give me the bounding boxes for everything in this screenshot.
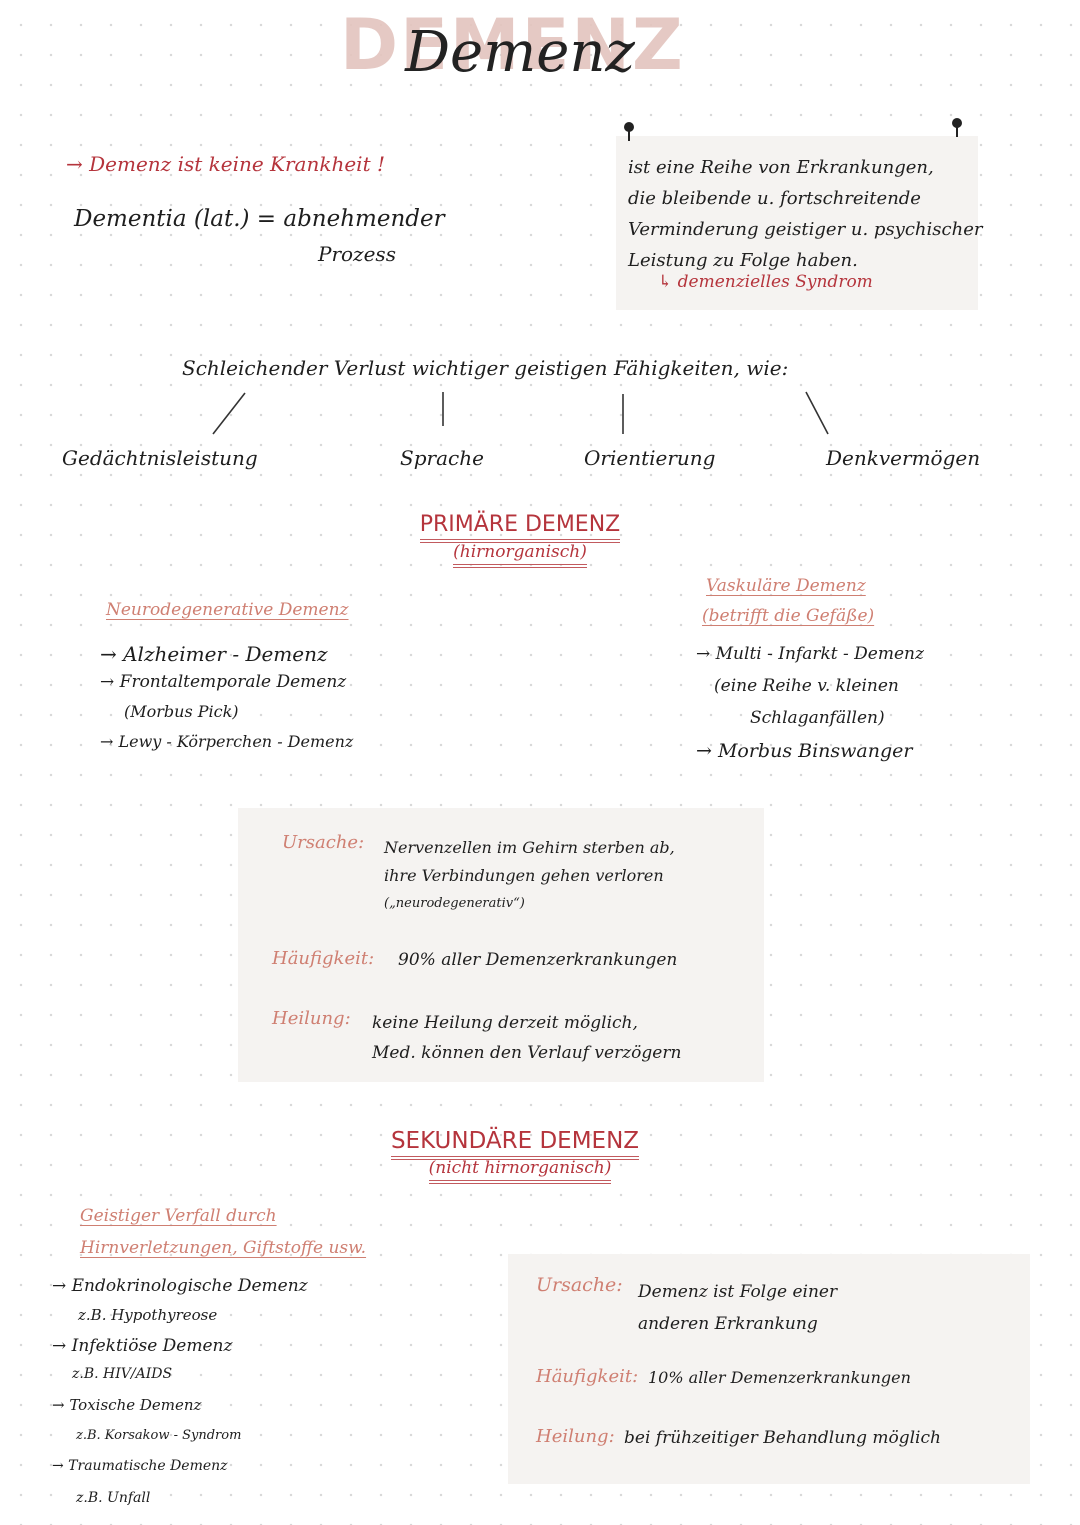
list-item: (Morbus Pick)	[124, 702, 239, 721]
ability-item: Sprache	[400, 446, 484, 470]
frequency-value: 90% aller Demenzerkrankungen	[398, 950, 678, 970]
healing-text: keine Heilung derzeit möglich, Med. könn…	[372, 1008, 681, 1068]
list-item: → Frontaltemporale Demenz	[100, 672, 347, 692]
healing-line: Med. können den Verlauf verzögern	[372, 1043, 682, 1063]
secondary-cause-title: Geistiger Verfall durch Hirnverletzungen…	[80, 1200, 366, 1264]
neuro-list: → Alzheimer - Demenz → Frontaltemporale …	[100, 642, 353, 762]
pin-icon	[624, 122, 634, 141]
definition-line: Verminderung geistiger u. psychischer	[628, 219, 983, 240]
cause-line: ihre Verbindungen gehen verloren	[384, 866, 664, 885]
intro-note: → Demenz ist keine Krankheit !	[66, 152, 386, 176]
list-item: → Multi - Infarkt - Demenz	[696, 644, 924, 664]
cause-label: Ursache:	[282, 832, 365, 853]
list-item: → Lewy - Körperchen - Demenz	[100, 732, 354, 751]
list-item: z.B. Unfall	[76, 1490, 151, 1506]
list-item: Schlaganfällen)	[750, 708, 885, 728]
list-item: z.B. Hypothyreose	[78, 1306, 218, 1324]
cause-text: Nervenzellen im Gehirn sterben ab, ihre …	[384, 834, 675, 918]
definition-line: die bleibende u. fortschreitende	[628, 188, 921, 209]
primary-subtitle-text: (hirnorganisch)	[453, 542, 587, 568]
definition-box	[616, 136, 978, 310]
healing-line: keine Heilung derzeit möglich,	[372, 1013, 638, 1033]
cause-text: Demenz ist Folge einer anderen Erkrankun…	[638, 1276, 837, 1340]
secondary-cause-line: Hirnverletzungen, Giftstoffe usw.	[80, 1238, 367, 1258]
list-item: → Toxische Demenz	[52, 1396, 202, 1414]
loss-heading: Schleichender Verlust wichtiger geistige…	[182, 356, 789, 380]
cause-label: Ursache:	[536, 1274, 623, 1296]
secondary-subtitle: (nicht hirnorganisch)	[390, 1158, 650, 1184]
primary-facts-box	[238, 808, 764, 1082]
list-item: z.B. HIV/AIDS	[72, 1366, 173, 1382]
secondary-cause-line: Geistiger Verfall durch	[80, 1206, 277, 1226]
definition-line: ist eine Reihe von Erkrankungen,	[628, 157, 934, 178]
healing-value: bei frühzeitiger Behandlung möglich	[624, 1428, 941, 1448]
vascular-subtitle: (betrifft die Gefäße)	[702, 606, 875, 626]
dementia-definition-2: Prozess	[318, 242, 396, 266]
secondary-facts-box	[508, 1254, 1030, 1484]
healing-label: Heilung:	[536, 1426, 615, 1447]
neuro-title: Neurodegenerative Demenz	[106, 600, 349, 620]
definition-line: Leistung zu Folge haben.	[628, 250, 858, 271]
list-item: (eine Reihe v. kleinen	[714, 676, 899, 696]
list-item: → Infektiöse Demenz	[52, 1336, 233, 1356]
dementia-definition: Dementia (lat.) = abnehmender	[74, 206, 445, 232]
secondary-list: → Endokrinologische Demenz z.B. Hypothyr…	[52, 1276, 308, 1520]
secondary-subtitle-text: (nicht hirnorganisch)	[428, 1158, 612, 1184]
vascular-title: Vaskuläre Demenz	[706, 576, 866, 596]
secondary-title-text: SEKUNDÄRE DEMENZ	[390, 1128, 640, 1160]
cause-line: anderen Erkrankung	[638, 1314, 818, 1334]
ability-item: Orientierung	[584, 446, 716, 470]
secondary-title: SEKUNDÄRE DEMENZ	[370, 1128, 660, 1160]
frequency-value: 10% aller Demenzerkrankungen	[648, 1368, 911, 1387]
title-block-text: DEMENZ	[340, 4, 685, 86]
list-item: → Traumatische Demenz	[52, 1458, 228, 1474]
list-item: → Endokrinologische Demenz	[52, 1276, 308, 1296]
primary-subtitle: (hirnorganisch)	[400, 542, 640, 568]
healing-label: Heilung:	[272, 1008, 351, 1029]
list-item: → Alzheimer - Demenz	[100, 642, 328, 666]
ability-item: Denkvermögen	[826, 446, 981, 470]
frequency-label: Häufigkeit:	[536, 1366, 639, 1387]
primary-title-text: PRIMÄRE DEMENZ	[419, 512, 621, 543]
definition-text: ist eine Reihe von Erkrankungen, die ble…	[628, 152, 982, 276]
page-title: Demenz	[405, 20, 635, 85]
cause-line: Nervenzellen im Gehirn sterben ab,	[384, 838, 675, 857]
branch-lines	[212, 391, 829, 435]
vascular-list: → Multi - Infarkt - Demenz (eine Reihe v…	[696, 644, 924, 772]
frequency-label: Häufigkeit:	[272, 948, 375, 969]
branch-line	[805, 391, 829, 435]
primary-title: PRIMÄRE DEMENZ	[400, 512, 640, 543]
cause-line: („neurodegenerativ“)	[384, 896, 525, 911]
list-item: → Morbus Binswanger	[696, 740, 913, 762]
list-item: z.B. Korsakow - Syndrom	[76, 1428, 242, 1443]
ability-item: Gedächtnisleistung	[62, 446, 258, 470]
syndrome-result: ↳ demenzielles Syndrom	[658, 272, 873, 292]
pin-icon	[952, 118, 962, 137]
cause-line: Demenz ist Folge einer	[638, 1282, 838, 1302]
branch-line	[212, 392, 246, 435]
